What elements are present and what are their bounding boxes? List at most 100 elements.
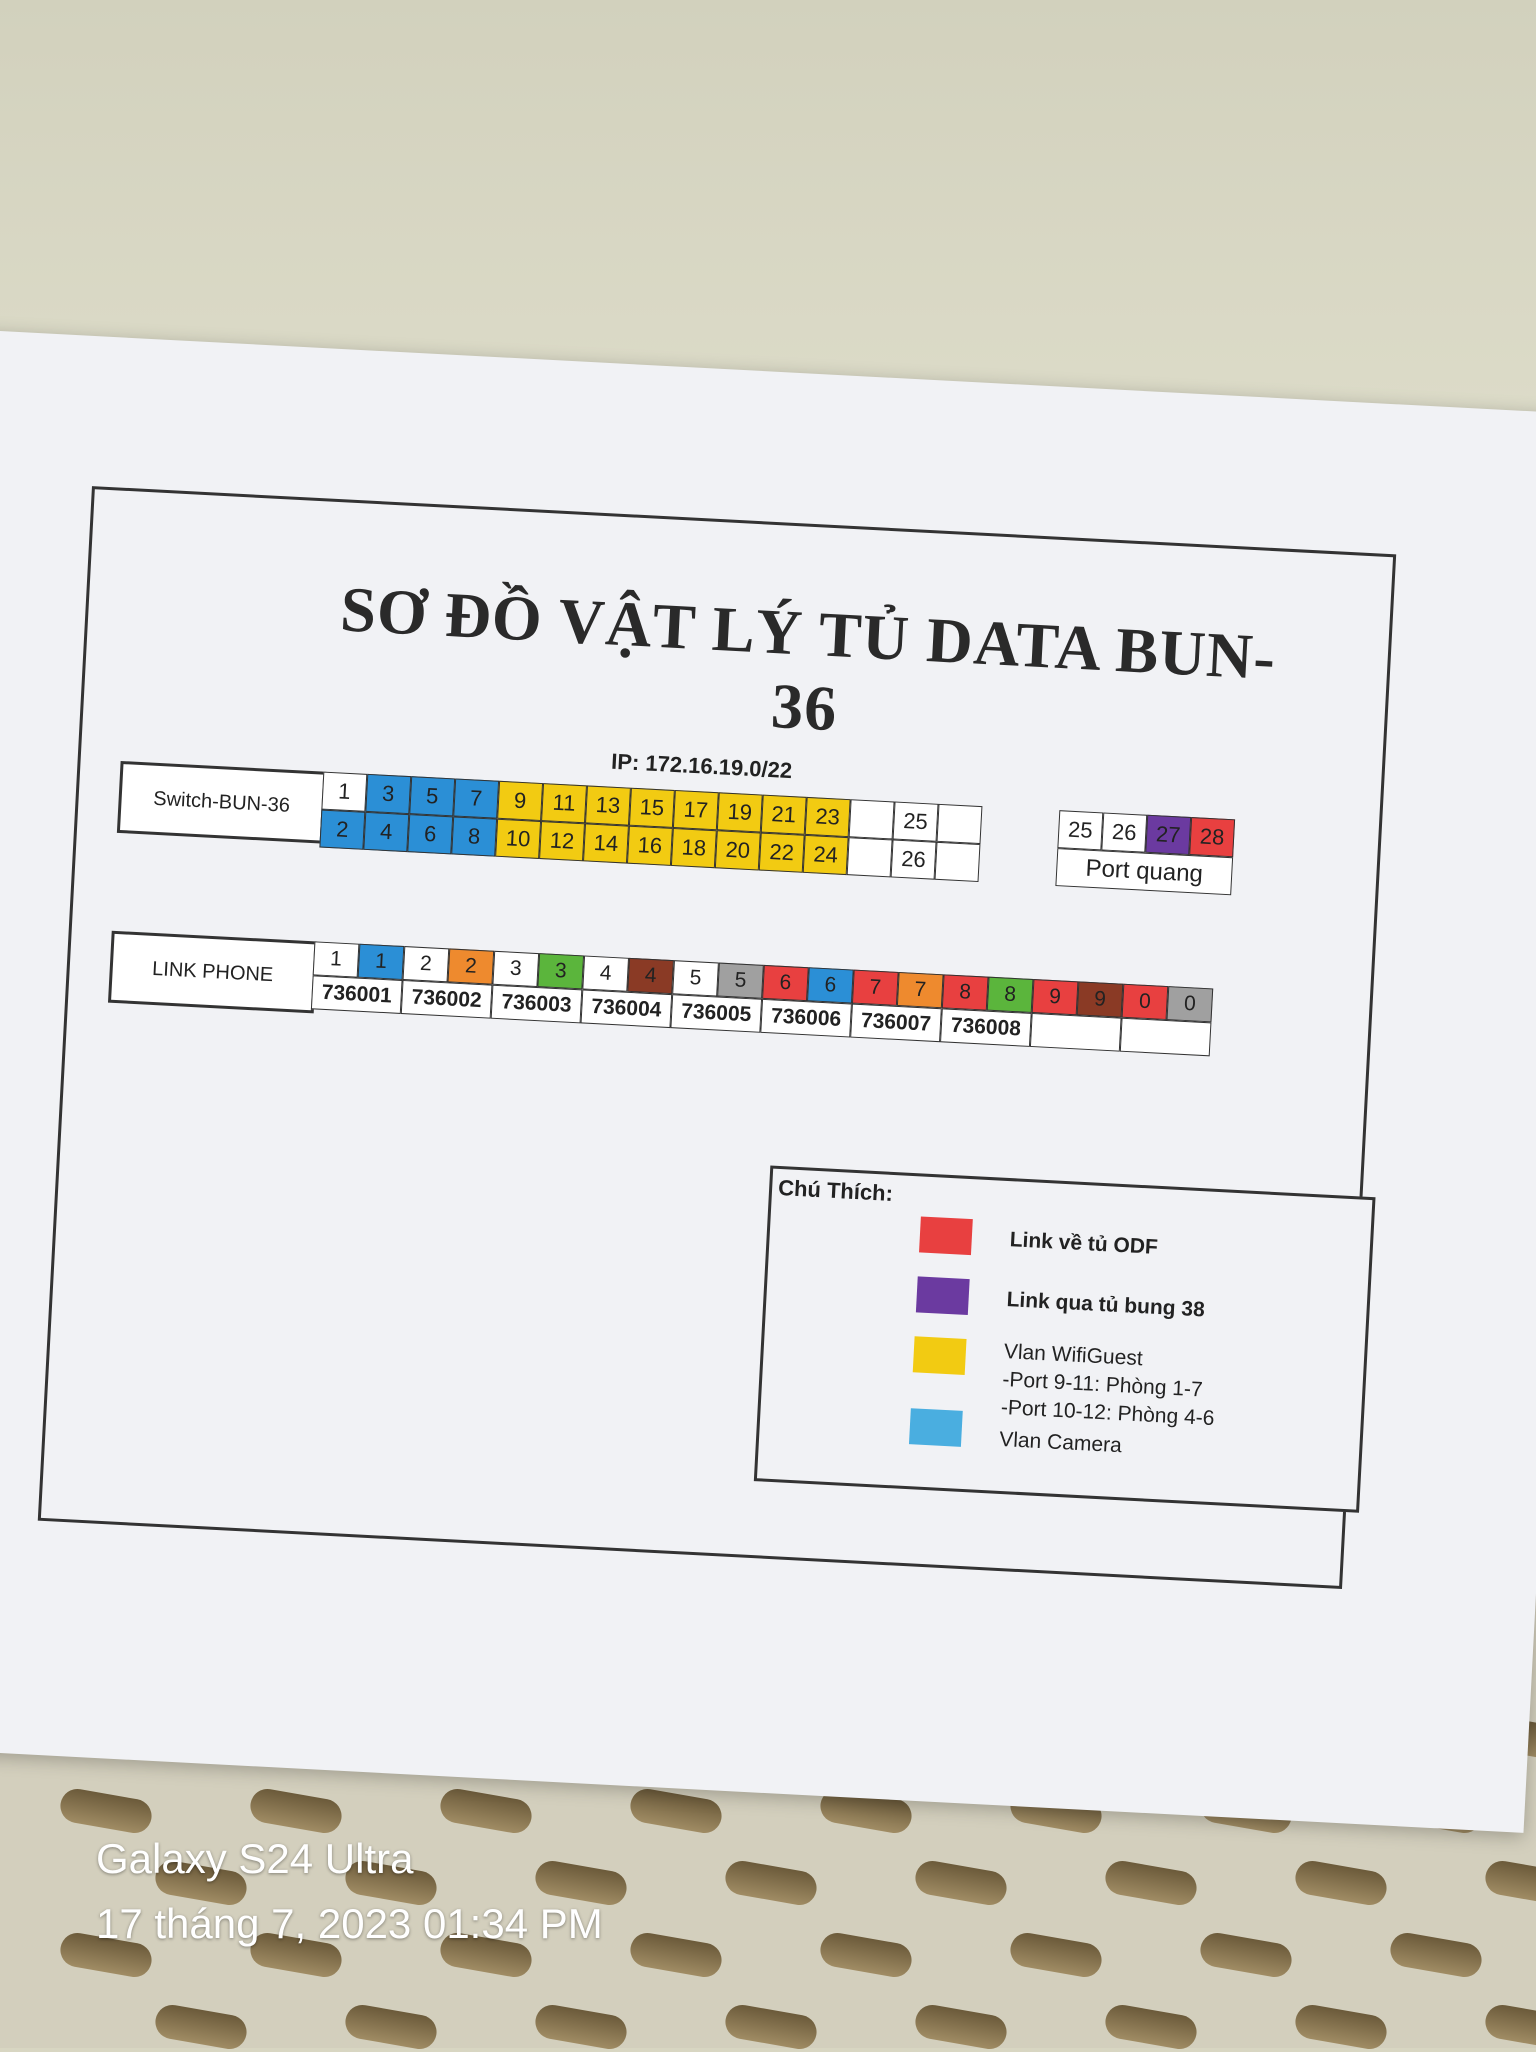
legend-swatch-red — [919, 1216, 973, 1256]
phone-port-b: 2 — [447, 948, 495, 985]
switch-port: 22 — [758, 832, 805, 873]
phone-port-b: 7 — [896, 971, 944, 1009]
legend-text-bung38: Link qua tủ bung 38 — [1006, 1288, 1206, 1322]
switch-port: 12 — [539, 821, 586, 862]
phone-number: 736004 — [580, 989, 673, 1029]
pegboard-hole — [817, 1930, 915, 1980]
phone-port-b: 6 — [807, 967, 854, 1004]
diagram-frame: SƠ ĐỒ VẬT LÝ TỦ DATA BUN-36 IP: 172.16.1… — [37, 486, 1397, 1590]
switch-port: 8 — [451, 816, 498, 857]
switch-port: 2 — [319, 809, 366, 850]
phone-port-b: 0 — [1166, 986, 1214, 1023]
phone-port-a: 8 — [941, 974, 989, 1011]
legend-text-odf: Link về tủ ODF — [1009, 1228, 1159, 1259]
phone-number: 736002 — [400, 980, 493, 1019]
switch-port: 18 — [670, 827, 717, 869]
switch-port: 21 — [760, 794, 807, 835]
phone-port-a: 3 — [492, 950, 540, 988]
phone-port-b: 5 — [717, 962, 764, 999]
phone-port-b: 1 — [357, 943, 405, 981]
phone-number: 736008 — [940, 1008, 1032, 1047]
switch-port: 10 — [495, 818, 542, 859]
fiber-port: 25 — [1057, 810, 1104, 851]
switch-label: Switch-BUN-36 — [116, 760, 327, 844]
switch-port: 26 — [890, 839, 937, 880]
pegboard-hole — [57, 1786, 155, 1836]
phone-port-b: 4 — [627, 957, 674, 995]
switch-port — [846, 837, 893, 878]
phone-number: 736006 — [760, 998, 852, 1038]
switch-port — [934, 841, 981, 883]
legend-text-camera: Vlan Camera — [998, 1427, 1123, 1458]
fiber-port: 27 — [1145, 814, 1192, 856]
camera-device-stamp: Galaxy S24 Ultra — [96, 1835, 414, 1882]
ip-label: IP: 172.16.19.0/22 — [610, 748, 793, 784]
switch-port: 4 — [363, 811, 410, 853]
pegboard-hole — [627, 1786, 725, 1836]
switch-port: 23 — [804, 796, 851, 838]
pegboard-hole — [437, 1786, 535, 1836]
camera-datetime-stamp: 17 tháng 7, 2023 01:34 PM — [96, 1900, 603, 1947]
switch-port: 5 — [409, 776, 456, 817]
switch-port: 15 — [628, 787, 675, 828]
switch-port: 1 — [321, 771, 368, 812]
switch-port: 11 — [541, 783, 587, 824]
phone-port-a: 5 — [672, 960, 719, 997]
switch-port — [936, 803, 983, 845]
switch-port: 24 — [802, 834, 849, 876]
pegboard-hole — [1102, 2002, 1200, 2052]
phone-port-a: 4 — [582, 955, 630, 992]
phone-port-a: 0 — [1121, 983, 1169, 1021]
diagram-title: SƠ ĐỒ VẬT LÝ TỦ DATA BUN-36 — [338, 573, 1278, 745]
legend-swatch-purple — [915, 1276, 970, 1316]
switch-port: 7 — [453, 778, 500, 819]
pegboard-hole — [1007, 1930, 1105, 1980]
switch-port: 25 — [892, 801, 939, 842]
fiber-caption: Port quang — [1055, 848, 1234, 896]
switch-port: 6 — [407, 814, 454, 855]
phone-port-a: 7 — [851, 969, 899, 1006]
pegboard-hole — [1482, 1858, 1536, 1908]
pegboard-hole — [247, 1786, 345, 1836]
legend-title: Chú Thích: — [777, 1174, 894, 1206]
pegboard-hole — [532, 2002, 630, 2052]
pegboard-hole — [1387, 1930, 1485, 1980]
phone-port-b: 9 — [1076, 981, 1124, 1018]
phone-port-a: 9 — [1031, 979, 1079, 1016]
legend-swatch-blue — [908, 1408, 963, 1447]
fiber-port: 26 — [1101, 812, 1148, 853]
switch-port: 3 — [365, 773, 412, 815]
switch-port: 13 — [585, 785, 631, 826]
pegboard-hole — [342, 2002, 440, 2052]
pegboard-hole — [912, 2002, 1010, 2052]
switch-port: 16 — [626, 825, 673, 866]
fiber-port: 28 — [1189, 817, 1236, 858]
phone-label: LINK PHONE — [107, 930, 318, 1014]
pegboard-hole — [1292, 2002, 1390, 2052]
pegboard-hole — [722, 2002, 820, 2052]
phone-number: 736005 — [670, 994, 763, 1033]
pegboard-hole — [1197, 1930, 1295, 1980]
pegboard-hole — [1292, 1858, 1390, 1908]
phone-number — [1119, 1017, 1212, 1057]
pegboard-hole — [1482, 2002, 1536, 2052]
switch-port: 9 — [497, 780, 544, 822]
switch-port: 20 — [714, 830, 761, 871]
phone-port-a: 6 — [762, 964, 809, 1002]
pegboard-hole — [627, 1930, 725, 1980]
phone-port-a: 2 — [402, 946, 450, 983]
switch-port: 14 — [583, 823, 629, 864]
paper-sheet: SƠ ĐỒ VẬT LÝ TỦ DATA BUN-36 IP: 172.16.1… — [0, 330, 1536, 1833]
legend-box: Chú Thích: Link về tủ ODF Link qua tủ bu… — [753, 1165, 1376, 1513]
pegboard-hole — [722, 1858, 820, 1908]
switch-port: 17 — [672, 789, 719, 831]
switch-port — [848, 799, 895, 840]
legend-swatch-yellow — [912, 1336, 967, 1375]
phone-number: 736001 — [310, 975, 403, 1014]
phone-port-b: 8 — [986, 976, 1034, 1013]
phone-port-a: 1 — [312, 941, 360, 978]
phone-number: 736007 — [850, 1003, 942, 1043]
